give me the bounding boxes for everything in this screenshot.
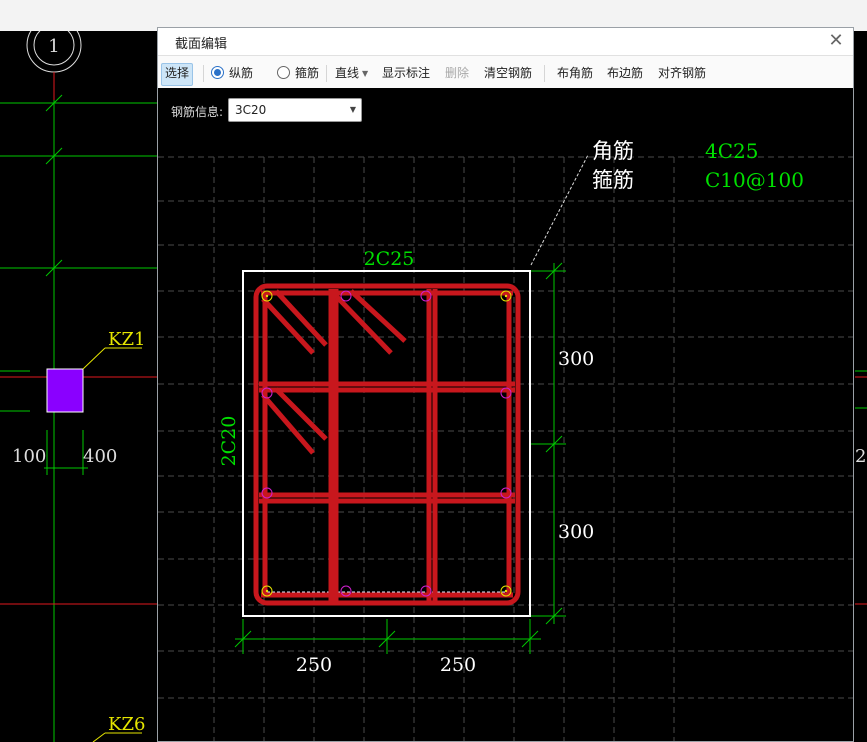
show-annotation-button[interactable]: 显示标注 [382, 66, 431, 80]
corner-rebar [261, 290, 273, 302]
edge-rebar [340, 290, 352, 302]
edge-rebar [420, 585, 432, 597]
axis-bubble-inner [33, 31, 75, 66]
dim-right-bottom: 300 [558, 521, 594, 543]
toolbar-separator [203, 65, 204, 82]
corner-rebar [261, 585, 273, 597]
stirrups[interactable] [253, 283, 521, 606]
delete-button[interactable]: 删除 [445, 66, 470, 80]
dim-tick-1 [45, 94, 63, 112]
edge-rebar-button[interactable]: 布边筋 [607, 66, 644, 80]
right-dimension [531, 262, 566, 625]
background-grid [158, 156, 853, 741]
stirrup-radio-label: 箍筋 [295, 66, 320, 80]
radio-checked-icon [211, 66, 224, 79]
edge-rebar [420, 290, 432, 302]
corner-rebar-label: 角筋 [592, 139, 634, 163]
dialog-title: 截面编辑 [175, 37, 228, 52]
outer-stirrup [253, 283, 521, 606]
corner-rebars[interactable] [261, 290, 512, 597]
corner-rebar [500, 585, 512, 597]
top-rebar-label: 2C25 [364, 248, 415, 270]
stirrup-hook [274, 289, 328, 347]
stirrup-radio[interactable]: 箍筋 [277, 63, 319, 84]
align-rebar-button[interactable]: 对齐钢筋 [658, 66, 707, 80]
edge-text: 25 [855, 446, 867, 467]
toolbar-separator [326, 65, 327, 82]
radio-unchecked-icon [277, 66, 290, 79]
longitudinal-radio-label: 纵筋 [229, 66, 254, 80]
axis-label: 1 [48, 36, 59, 57]
column-dim-right: 400 [83, 446, 117, 467]
select-button[interactable]: 选择 [161, 63, 194, 86]
toolbar-separator [544, 65, 545, 82]
corner-rebar-centers [265, 294, 508, 593]
edge-rebars[interactable] [261, 290, 512, 597]
dialog-toolbar: 选择 纵筋 箍筋 直线▼ 显示标注 删除 清空钢筋 布角筋 布边筋 对齐钢筋 [158, 55, 853, 89]
stirrup-hook [274, 387, 328, 441]
stirrup-hook [261, 297, 315, 355]
dialog-titlebar[interactable]: 截面编辑 ✕ [158, 28, 853, 55]
edge-rebar [500, 487, 512, 499]
section-canvas[interactable]: 钢筋信息: 3C20 ▼ [158, 88, 853, 741]
stirrup-value: C10@100 [705, 168, 804, 192]
top-bar [0, 0, 867, 31]
dim-bottom-right: 250 [440, 654, 476, 676]
clear-rebar-button[interactable]: 清空钢筋 [484, 66, 533, 80]
corner-rebar [500, 290, 512, 302]
rebar-info-value: 3C20 [235, 103, 267, 117]
column-label: KZ1 [108, 329, 145, 350]
edge-rebar [261, 387, 273, 399]
rebar-info-label: 钢筋信息: [171, 105, 224, 119]
line-dropdown[interactable]: 直线▼ [335, 63, 368, 84]
bottom-dimension [234, 619, 541, 654]
rebar-info-select[interactable]: 3C20 ▼ [228, 98, 362, 122]
side-rebar-label: 2C20 [218, 416, 240, 467]
column-leader-2 [92, 732, 106, 742]
annotation-leader [530, 154, 589, 266]
stirrup-label: 箍筋 [592, 168, 634, 192]
column-kz1[interactable] [46, 368, 84, 413]
longitudinal-radio[interactable]: 纵筋 [211, 63, 253, 84]
dim-right-top: 300 [558, 348, 594, 370]
dim-bottom-left: 250 [296, 654, 332, 676]
column-dim-left: 100 [12, 446, 46, 467]
edge-rebar [500, 387, 512, 399]
column-leader [82, 347, 106, 370]
chevron-down-icon: ▼ [349, 105, 356, 114]
stirrup-hook [261, 393, 315, 455]
stirrup-hook [349, 289, 407, 343]
dim-tick-3 [45, 259, 63, 277]
stirrup-hook [335, 295, 393, 355]
corner-rebar-value: 4C25 [705, 139, 758, 163]
section-drawing[interactable]: 角筋 箍筋 4C25 C10@100 2C25 2C20 300 300 [158, 88, 853, 741]
background-cad-canvas[interactable]: 1 KZ1 100 400 KZ6 25 [0, 31, 867, 742]
concrete-section-outline[interactable] [242, 270, 531, 617]
chevron-down-icon: ▼ [362, 69, 369, 78]
edge-rebar [261, 487, 273, 499]
line-dropdown-label: 直线 [335, 66, 360, 80]
column-label-2: KZ6 [108, 714, 145, 735]
close-icon[interactable]: ✕ [828, 30, 844, 51]
corner-rebar-button[interactable]: 布角筋 [557, 66, 594, 80]
dim-tick-2 [45, 147, 63, 165]
edge-rebar [340, 585, 352, 597]
section-edit-dialog: 截面编辑 ✕ 选择 纵筋 箍筋 直线▼ 显示标注 删除 清空钢筋 布角筋 布边筋… [157, 27, 854, 742]
